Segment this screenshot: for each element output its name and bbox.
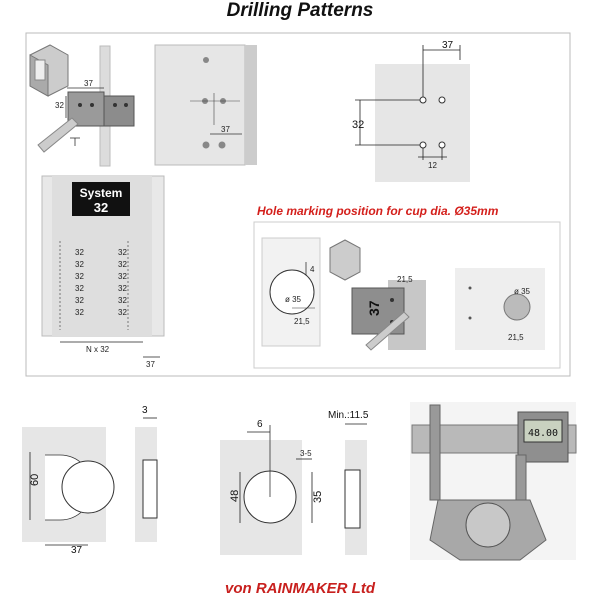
- system32-cabinet: System 32 32 32 32 32 32 32 32 32 32 32 …: [41, 175, 165, 369]
- p2-dim-32: 32: [352, 119, 364, 131]
- hm-dim-35: ø 35: [285, 295, 302, 304]
- p1-dim-32: 32: [55, 101, 64, 110]
- b1-dim-3: 3: [142, 405, 148, 416]
- p1b-dim-37: 37: [221, 125, 230, 134]
- right-dim-35: ø 35: [514, 287, 531, 296]
- sys-left-32-4: 32: [75, 284, 84, 293]
- hole-marking-note: Hole marking position for cup dia. Ø35mm: [257, 204, 499, 218]
- hole-marking-frame: [253, 221, 561, 369]
- sys-left-32-3: 32: [75, 272, 84, 281]
- sys-left-32-2: 32: [75, 260, 84, 269]
- logo-line2: 32: [94, 200, 108, 215]
- sys-right-32-6: 32: [118, 308, 127, 317]
- page-title: Drilling Patterns: [226, 0, 374, 21]
- sys-right-32-5: 32: [118, 296, 127, 305]
- logo-line1: System: [80, 186, 123, 200]
- b2-dim-min: Min.:11.5: [328, 410, 369, 421]
- hinge-cabinet-illustration: 37 32: [29, 44, 135, 167]
- cup-position-drawing: 4 ø 35 21,5: [261, 237, 321, 347]
- sys-right-32-3: 32: [118, 272, 127, 281]
- drill-plate-view: 37: [154, 44, 257, 166]
- p1-dim-37: 37: [84, 79, 93, 88]
- b2-dim-3-5: 3-5: [300, 449, 312, 458]
- hm-dim-21-5: 21,5: [294, 317, 310, 326]
- caliper-photo: 48.00: [410, 402, 577, 561]
- right-dim-21-5: 21,5: [508, 333, 524, 342]
- sys-left-32-6: 32: [75, 308, 84, 317]
- upper-frame: [25, 32, 571, 377]
- p2-dim-37: 37: [442, 40, 454, 51]
- sys-right-32-4: 32: [118, 284, 127, 293]
- b1-dim-60: 60: [29, 474, 41, 486]
- sys-nx32: N x 32: [86, 345, 110, 354]
- caliper-reading: 48.00: [528, 428, 558, 439]
- sys-left-32-5: 32: [75, 296, 84, 305]
- footer-credit: von RAINMAKER Ltd: [225, 580, 375, 597]
- b1-dim-37: 37: [71, 545, 83, 556]
- hole-pattern-detail: 37 32 12: [352, 40, 470, 182]
- cup-side-view-2: 6 48 35 3-5 Min.:11.5: [220, 410, 369, 555]
- sys-left-32-1: 32: [75, 248, 84, 257]
- system32-logo: [72, 182, 130, 216]
- sys-right-32-1: 32: [118, 248, 127, 257]
- plate-21-5: 21,5: [397, 275, 413, 284]
- cup-hole-right: ø 35 21,5: [455, 268, 545, 350]
- plate-37: 37: [366, 300, 382, 316]
- b2-dim-35: 35: [312, 491, 324, 503]
- hm-dim-4: 4: [310, 265, 315, 274]
- p2-dim-12: 12: [428, 161, 437, 170]
- sys-37: 37: [146, 360, 155, 369]
- plate-mount-illustration: 21,5 37: [329, 239, 426, 351]
- sys-right-32-2: 32: [118, 260, 127, 269]
- b2-dim-48: 48: [229, 490, 241, 502]
- b2-dim-6: 6: [257, 419, 263, 430]
- cup-side-view-1: 60 37 3: [22, 405, 158, 556]
